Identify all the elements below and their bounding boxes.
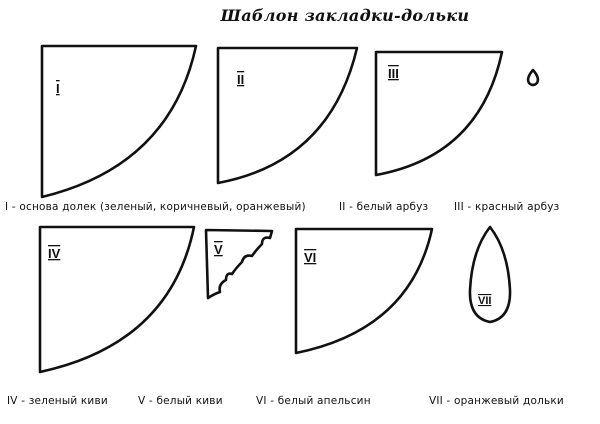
caption-6: VI - белый апельсин [256, 395, 371, 407]
template-numeral-1: I [56, 81, 60, 96]
template-shape-3 [374, 50, 504, 177]
template-shape-2 [216, 46, 359, 185]
caption-2: II - белый арбуз [339, 201, 429, 213]
template-numeral-6: VI [304, 250, 316, 265]
template-shape-drop [526, 68, 540, 87]
template-shape-4 [38, 225, 196, 374]
caption-5: V - белый киви [138, 395, 223, 407]
template-numeral-3: III [388, 66, 399, 81]
template-numeral-4: IV [48, 246, 61, 261]
caption-7: VII - оранжевый дольки [429, 395, 564, 407]
template-numeral-2: II [237, 72, 244, 87]
page-title: Шаблон закладки-дольки [220, 6, 470, 25]
caption-4: IV - зеленый киви [7, 395, 108, 407]
template-numeral-7: VII [478, 295, 491, 307]
template-numeral-5: V [214, 242, 223, 257]
caption-3: III - красный арбуз [454, 201, 560, 213]
template-shape-1 [40, 44, 198, 199]
template-shape-7 [468, 225, 512, 324]
template-shape-6 [294, 227, 434, 355]
template-shape-5 [204, 228, 274, 300]
caption-1: I - основа долек (зеленый, коричневый, о… [5, 201, 306, 213]
